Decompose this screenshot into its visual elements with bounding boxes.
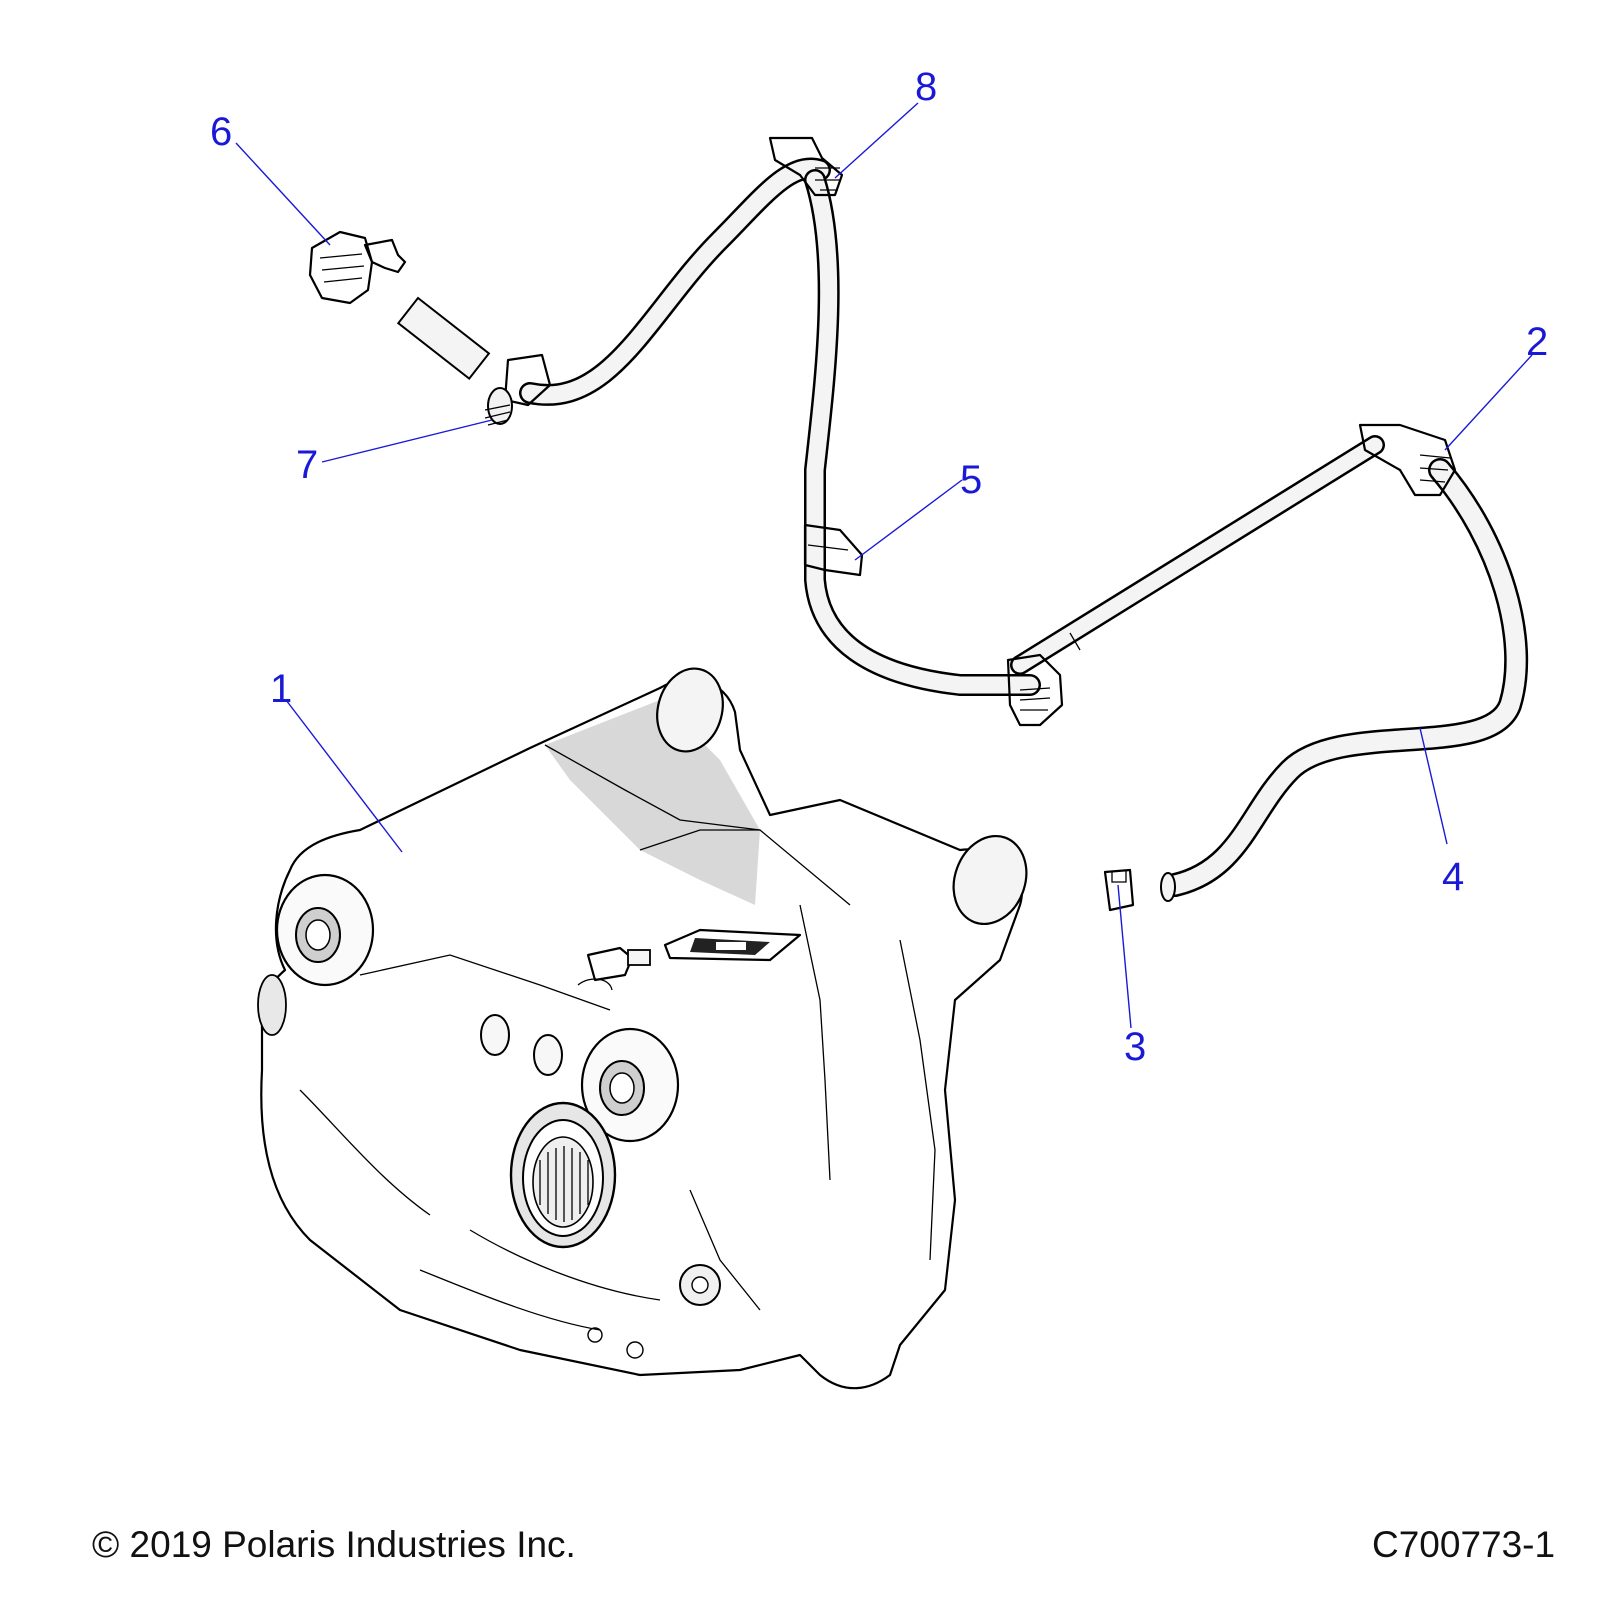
leader-3 (1117, 884, 1132, 1029)
callout-1: 1 (270, 667, 292, 711)
leader-6 (235, 142, 331, 246)
callout-2: 2 (1526, 320, 1548, 364)
callout-4: 4 (1442, 855, 1464, 899)
leader-5 (854, 479, 963, 561)
drawing-number: C700773-1 (1372, 1524, 1556, 1565)
leader-7 (321, 419, 493, 463)
leader-lines (235, 102, 1533, 1029)
push-rivet-part-7 (484, 387, 513, 426)
leader-8 (834, 102, 919, 179)
breather-hose-assembly (396, 136, 1529, 902)
callout-8: 8 (915, 65, 937, 109)
callout-3: 3 (1124, 1025, 1146, 1069)
callout-7: 7 (296, 443, 318, 487)
callout-labels: 1 2 3 4 5 6 7 8 (210, 65, 1548, 1069)
callout-6: 6 (210, 110, 232, 154)
hose-clip-part-3 (1103, 868, 1135, 912)
copyright-notice: © 2019 Polaris Industries Inc. (92, 1524, 576, 1565)
leader-4 (1419, 727, 1448, 845)
vent-fitting-part-6 (308, 230, 407, 305)
callout-5: 5 (960, 458, 982, 502)
leader-1 (285, 699, 403, 853)
gearcase-housing (257, 667, 1028, 1390)
leader-2 (1444, 354, 1533, 451)
